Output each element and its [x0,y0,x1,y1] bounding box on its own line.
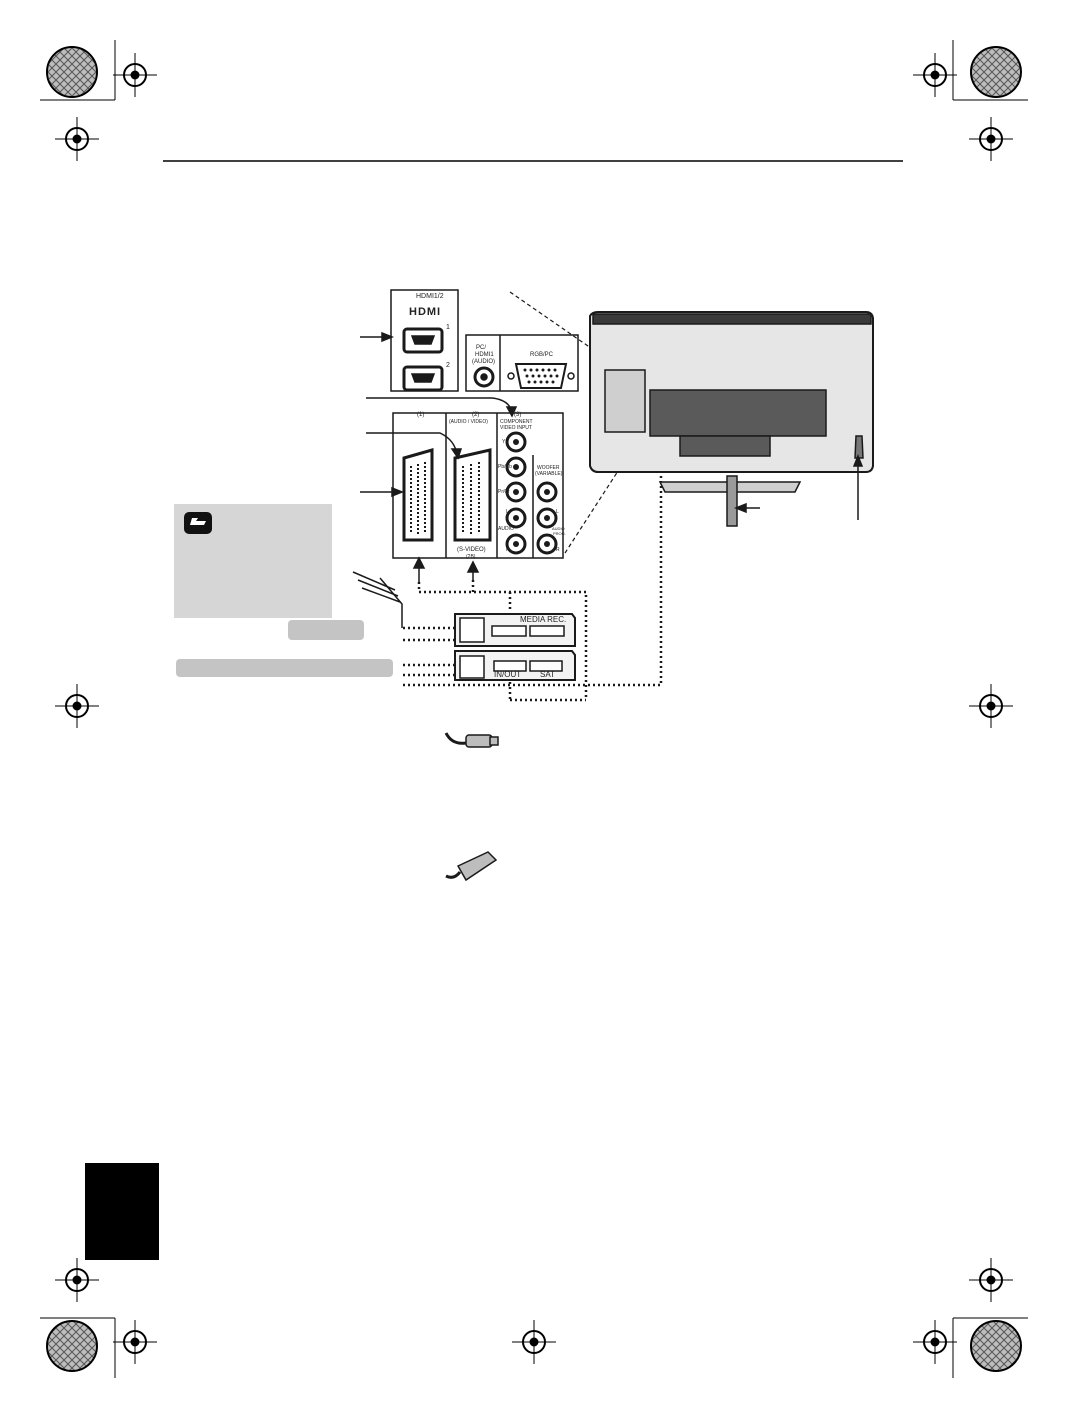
color-wheel-icon [46,46,1022,1372]
hdmi-panel [390,289,459,392]
woofer-label: WOOFER [537,465,560,471]
hdmi-title: HDMI1/2 [416,293,444,300]
tv-arrows [733,453,864,520]
scart-2-sub-label: (AUDIO / VIDEO) [449,419,488,425]
hdmi-port-2-label: 2 [446,362,450,369]
scart-2-bottom-label: (S-VIDEO) [457,547,486,553]
pb-label: Pb/Cb [498,464,512,470]
scart-1-label: (1) [417,412,425,418]
hdmi-port-1-label: 1 [446,324,450,331]
hdmi-logo: HDMI [409,306,442,318]
scart-panel [392,412,564,559]
registration-target-icon [55,53,1013,1364]
rgb-label: RGB/PC [530,352,554,358]
pc-panel [465,334,579,392]
decoder [454,650,576,681]
section-tab [85,1163,159,1260]
aerial-plug-icon [444,732,499,748]
aerial-icon [352,571,403,628]
audio-out-l-label: L [556,509,559,515]
crop-marks [40,40,1028,1378]
pc-hdmi-label: HDMI1 [475,352,494,358]
component-title: (3) [514,412,522,418]
pointing-hand-icon [184,512,212,534]
scart-plug-icon [445,851,498,882]
media-recorder [454,613,576,647]
audio-out-label: AUDIO [552,526,565,531]
pointer-arrows [360,331,518,582]
audio-label: AUDIO [498,526,514,532]
scart-2-label: (2) [472,412,480,418]
media-recorder-label: MEDIA REC. [520,615,567,624]
woofer-variable-label: (VARIABLE) [535,471,563,477]
audio-prog-label: PROG. [553,531,566,536]
pr-label: Pr/Cr [498,489,510,495]
caption-pill-wide [176,659,393,677]
pc-label: PC/ [476,345,487,351]
decoder-in-out-label: IN/OUT [494,670,522,679]
pc-audio-label: (AUDIO) [472,359,495,365]
component-sub-2: VIDEO INPUT [500,425,532,431]
audio-l-label: L [506,509,509,515]
audio-r-label: R [506,547,510,553]
scart-2b-label: (2B) [466,554,476,560]
caption-pill [288,620,364,640]
decoder-sat-label: SAT [540,670,555,679]
component-sub-1: COMPONENT [500,419,533,425]
tv-rear [589,311,874,527]
y-label: Y [502,439,506,445]
audio-out-r-label: R [556,547,560,553]
